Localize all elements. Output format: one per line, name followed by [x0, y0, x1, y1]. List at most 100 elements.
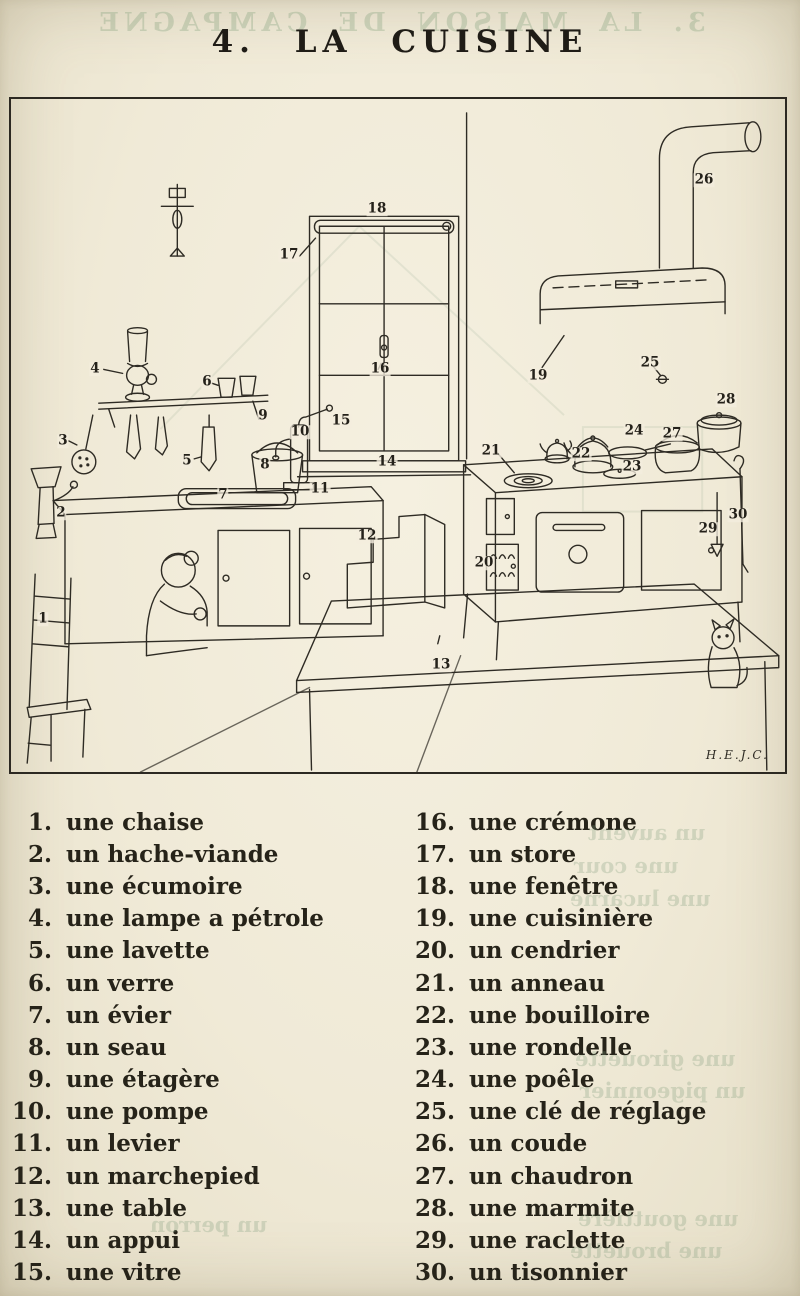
figure-number-13: 13 [430, 656, 452, 673]
figure-number-8: 8 [259, 456, 271, 473]
vocab-item-label: une poêle [469, 1066, 595, 1094]
cat [707, 618, 748, 689]
vocab-item: 12. un marchepied [2, 1160, 392, 1192]
figure-number-12: 12 [356, 527, 378, 544]
vocab-item-number: 28. [414, 1194, 455, 1222]
vocab-item: 11.un levier [2, 1128, 392, 1160]
vocab-item-number: 13. [11, 1194, 52, 1222]
wall-shelf [98, 394, 269, 428]
vocab-item-label: une table [66, 1194, 188, 1222]
bleed-fragment: un pigeonnier [580, 1078, 746, 1103]
vocab-item: 13. une table [2, 1192, 392, 1224]
vocab-item-label: une étagère [66, 1066, 220, 1094]
vocab-item: 14.un appui [2, 1224, 392, 1256]
vocab-item-label: une cuisinière [469, 905, 654, 933]
stove-group [462, 121, 762, 661]
bleed-fragment: une brouette [570, 1238, 723, 1263]
vocab-item: 5. une lavette [2, 935, 392, 967]
figure-number-18: 18 [366, 200, 388, 217]
vocab-item: 28. une marmite [405, 1192, 797, 1224]
cooking-pot [696, 411, 742, 454]
figure-number-30: 30 [727, 506, 749, 523]
vocab-item: 24.une poêle [405, 1064, 797, 1096]
stove-body [462, 448, 743, 661]
vocab-item-number: 18. [414, 872, 455, 900]
vocab-item-label: un marchepied [66, 1162, 260, 1190]
vocab-item-number: 1. [27, 808, 52, 836]
vocab-item-number: 12. [11, 1162, 52, 1190]
vocab-item-label: une pompe [66, 1098, 209, 1126]
vocab-item: 1. une chaise [2, 806, 392, 838]
dishcloth [193, 414, 217, 472]
vocab-item-number: 30. [414, 1259, 455, 1287]
vocab-item: 27.un chaudron [405, 1160, 797, 1192]
vocab-item: 2. un hache-viande [2, 838, 392, 870]
vocab-item-label: une lavette [66, 937, 210, 965]
figure-number-7: 7 [217, 486, 229, 503]
stove-disc [603, 468, 637, 479]
figure-number-2: 2 [55, 504, 67, 521]
vocab-item-label: une rondelle [469, 1033, 633, 1061]
window-group [296, 215, 472, 478]
figure-number-10: 10 [289, 423, 311, 440]
figure-number-9: 9 [257, 407, 269, 424]
figure-number-19: 19 [527, 367, 549, 384]
figure-number-23: 23 [621, 458, 643, 475]
vocab-item-number: 7. [27, 1001, 52, 1029]
vocab-item: 15.une vitre [2, 1257, 392, 1289]
figure-number-15: 15 [330, 412, 352, 429]
vocab-item-label: une fenêtre [469, 872, 619, 900]
floor-lines [139, 654, 462, 772]
vocab-item: 20. un cendrier [405, 935, 797, 967]
bleed-fragment: un auvent [588, 820, 706, 845]
vocab-item: 18. une fenêtre [405, 870, 797, 902]
vocab-item-label: un coude [469, 1130, 588, 1158]
vocab-item-label: un hache-viande [66, 840, 279, 868]
vocab-item-number: 19. [414, 905, 455, 933]
figure-number-22: 22 [570, 445, 592, 462]
vocab-item-label: une clé de réglage [469, 1098, 707, 1126]
vocab-item-number: 10. [11, 1098, 52, 1126]
figure-number-4: 4 [89, 360, 101, 377]
figure-number-20: 20 [473, 554, 495, 571]
stove-ring [496, 452, 553, 489]
vocab-column-left: 1. une chaise 2. un hache-viande 3. une écumo… [2, 806, 392, 1289]
vocab-item-number: 15. [11, 1259, 52, 1287]
vocab-item: 19. une cuisinière [405, 903, 797, 935]
figure-number-26: 26 [693, 171, 715, 188]
vocab-item: 10. une pompe [2, 1096, 392, 1128]
skimmer [68, 414, 97, 475]
vocab-item-label: une bouilloire [469, 1001, 651, 1029]
vocab-item-label: un levier [66, 1130, 180, 1158]
figure-number-3: 3 [57, 432, 69, 449]
vocab-item-number: 3. [27, 872, 52, 900]
vocab-item: 30.un tisonnier [405, 1257, 797, 1289]
illustrator-signature: H.E.J.C. [705, 748, 769, 762]
vocab-item: 3. une écumoire [2, 870, 392, 902]
vocab-item-number: 26. [414, 1130, 455, 1158]
vocab-item-number: 5. [27, 937, 52, 965]
figure-number-1: 1 [37, 610, 49, 627]
figure-number-17: 17 [278, 246, 300, 263]
vocab-item: 17.un store [405, 838, 797, 870]
vocab-item-label: une lampe a pétrole [66, 905, 324, 933]
hanging-towels [125, 414, 169, 460]
vocab-item: 9.une étagère [2, 1064, 392, 1096]
figure-number-25: 25 [639, 354, 661, 371]
vocab-item-label: un verre [66, 969, 175, 997]
figure-number-5: 5 [181, 452, 193, 469]
sideboard [52, 485, 384, 645]
meat-grinder [30, 466, 79, 540]
vocab-item-number: 20. [414, 937, 455, 965]
vocab-item-label: une marmite [469, 1194, 635, 1222]
vocab-item-label: un appui [66, 1227, 180, 1255]
vocab-item-label: un cendrier [469, 937, 620, 965]
vocab-item-label: un store [469, 840, 577, 868]
vocab-item-number: 2. [27, 840, 52, 868]
vocab-item: 22.une bouilloire [405, 999, 797, 1031]
vocab-item-label: une écumoire [66, 872, 243, 900]
bleed-fragment: une girouette [575, 1046, 736, 1071]
vocab-item: 23.une rondelle [405, 1031, 797, 1063]
vocab-item-label: une chaise [66, 808, 205, 836]
